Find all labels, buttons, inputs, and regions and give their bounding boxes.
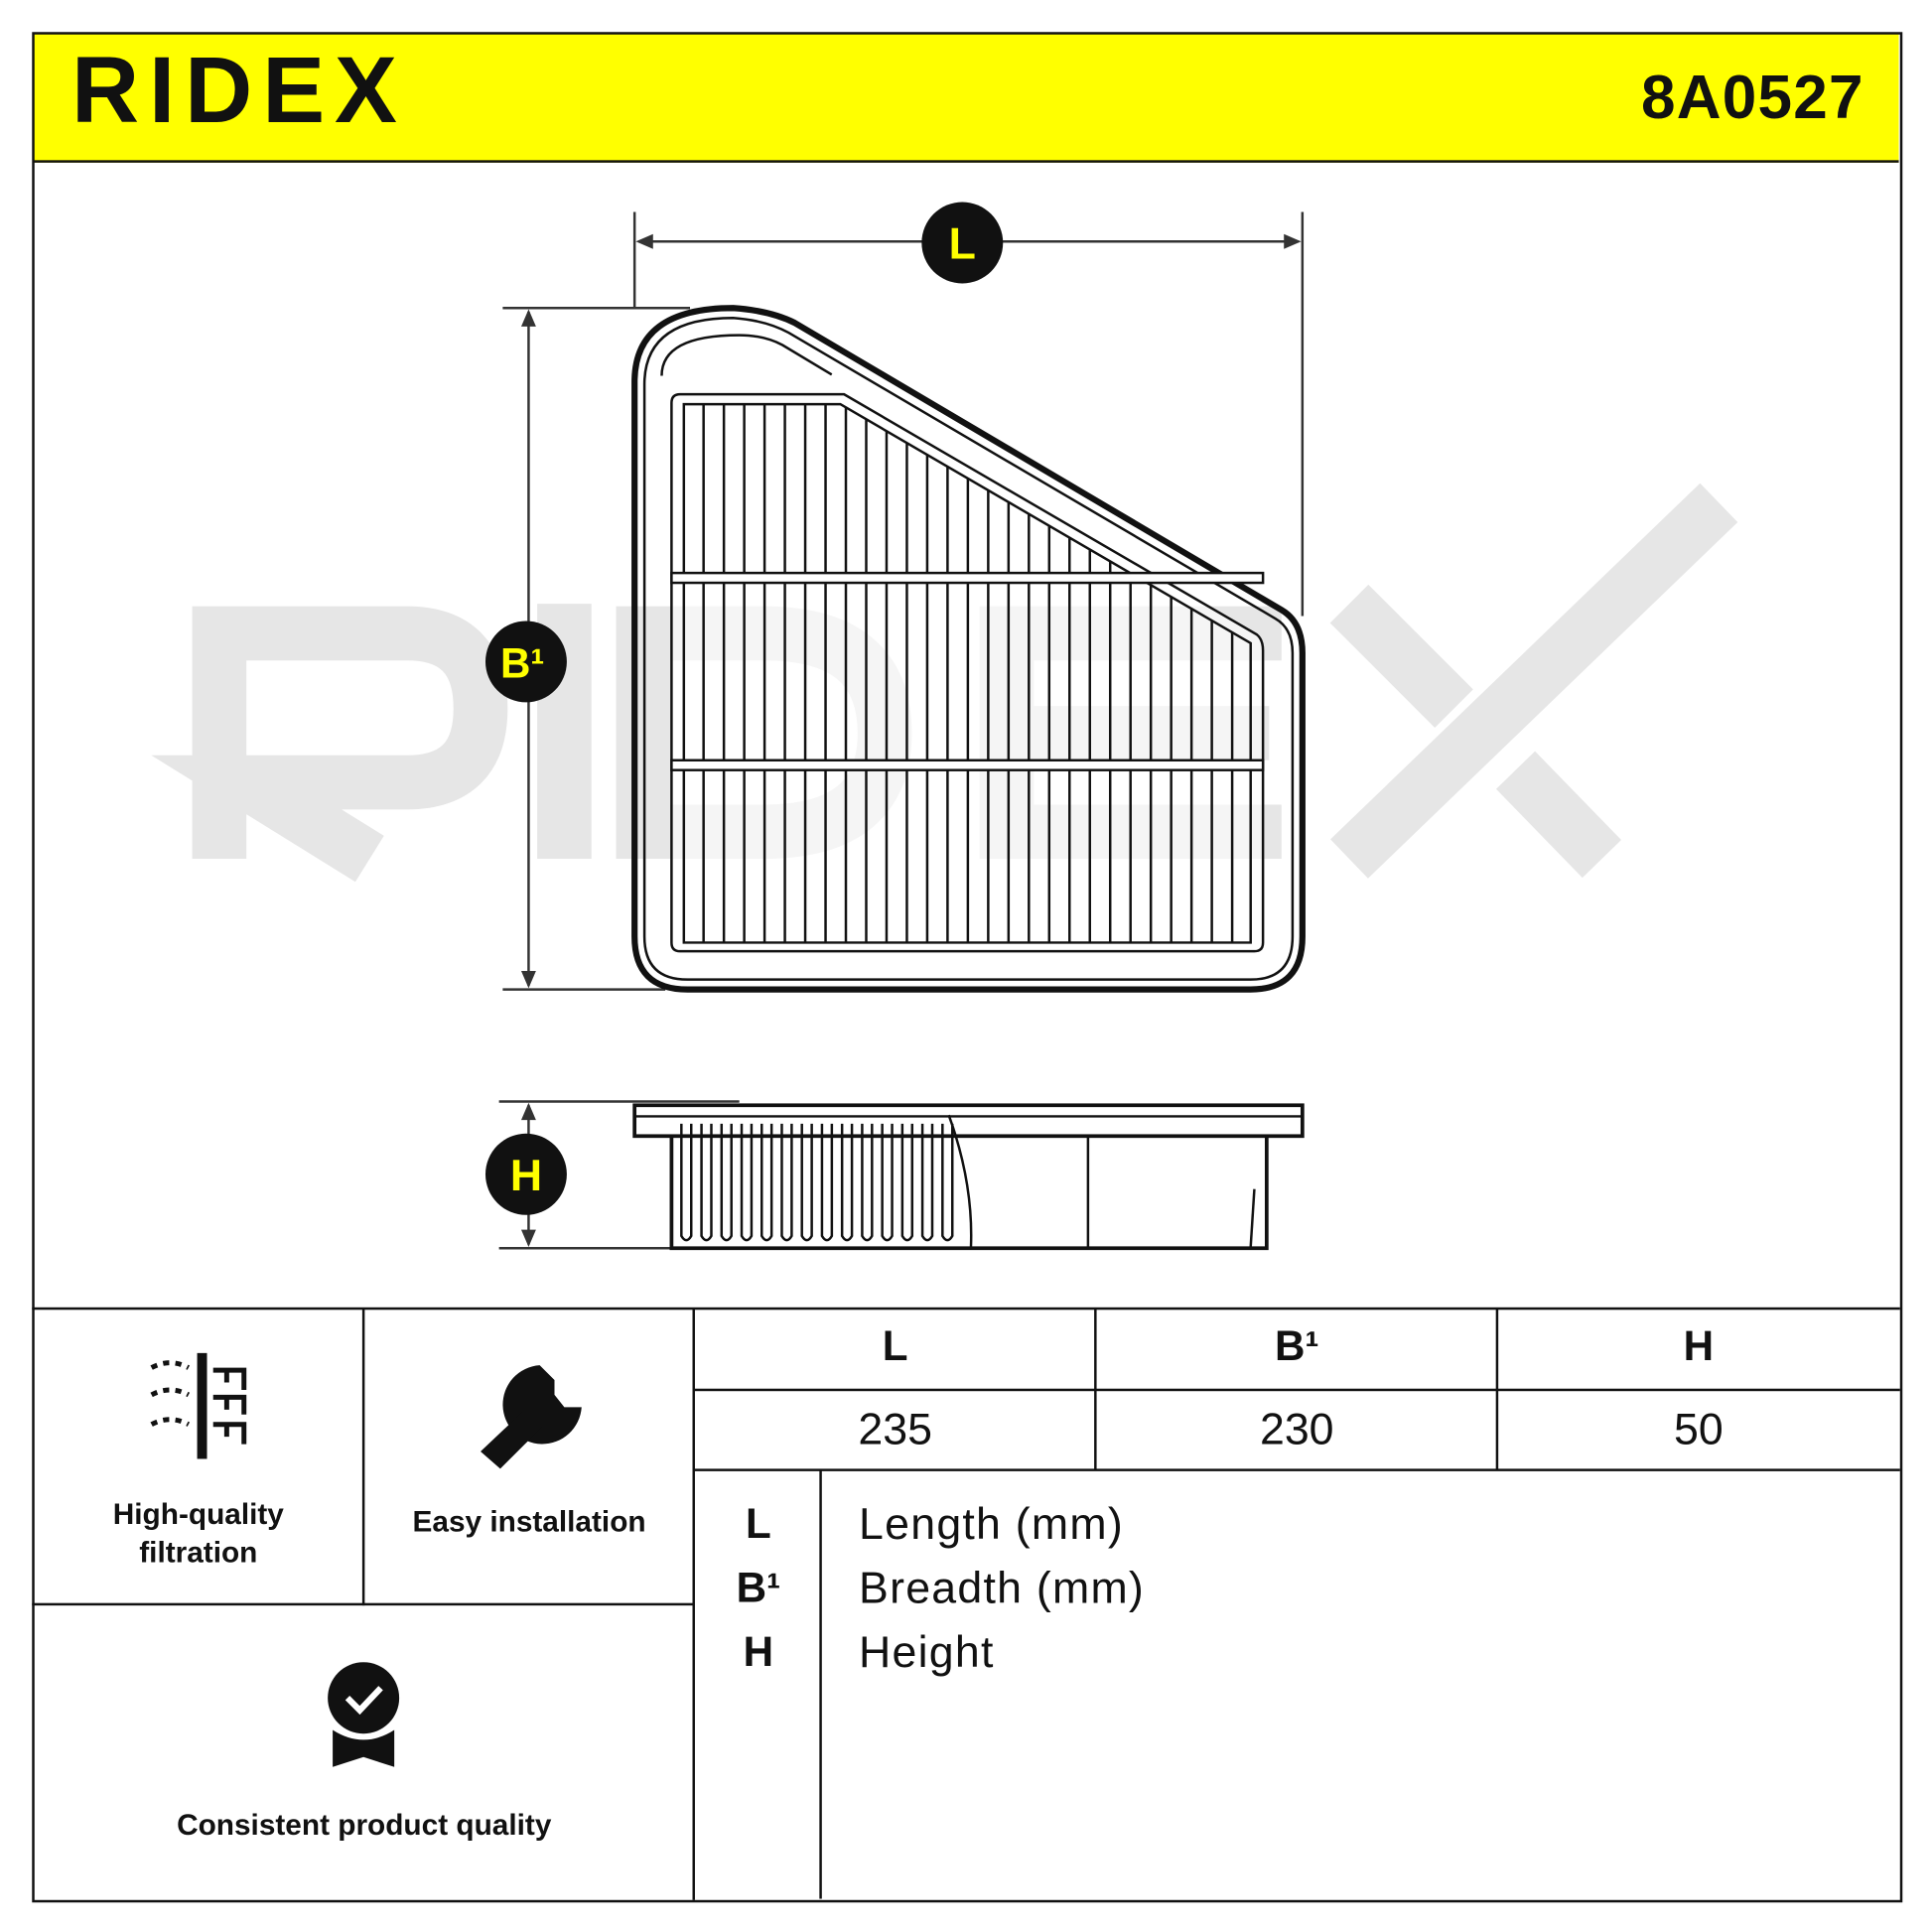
label-height: H	[510, 1152, 542, 1200]
table-header-length: L	[882, 1322, 908, 1371]
filter-drawing: L B¹ H	[151, 202, 1738, 1251]
table-value-length: 235	[858, 1403, 932, 1454]
label-length: L	[949, 220, 976, 269]
legend-label: Length (mm)	[859, 1498, 1124, 1550]
divider	[819, 1469, 822, 1899]
table-header-breadth: B¹	[1274, 1322, 1319, 1371]
divider	[1094, 1309, 1097, 1470]
legend-key: B¹	[736, 1565, 781, 1612]
side-pleat	[780, 1123, 793, 1242]
legend-key: L	[746, 1500, 771, 1548]
wrench-icon	[481, 1365, 582, 1469]
filtration-icon	[150, 1352, 247, 1459]
table-value-height: 50	[1673, 1403, 1724, 1454]
legend-label: Height	[859, 1626, 995, 1678]
side-pleat	[920, 1123, 934, 1242]
ridex-logo: RIDEX	[70, 38, 407, 143]
legend-key: H	[743, 1628, 774, 1676]
side-pleat	[861, 1123, 874, 1242]
feature-installation: Easy installation	[412, 1505, 646, 1540]
quality-badge-icon	[328, 1662, 400, 1767]
divider	[32, 1602, 694, 1606]
side-pleat	[881, 1123, 894, 1242]
part-number: 8A0527	[1640, 63, 1864, 132]
table-header-height: H	[1683, 1322, 1715, 1371]
side-pleat	[720, 1123, 733, 1242]
divider	[32, 1307, 1900, 1311]
legend-label: Breadth (mm)	[859, 1562, 1146, 1613]
divider	[1495, 1309, 1499, 1470]
divider	[692, 1309, 695, 1900]
label-breadth: B¹	[500, 640, 545, 687]
table-value-breadth: 230	[1259, 1403, 1334, 1454]
side-pleat	[680, 1123, 693, 1242]
feature-filtration: High-quality filtration	[35, 1496, 362, 1573]
divider	[693, 1388, 1900, 1392]
side-pleat	[840, 1123, 854, 1242]
side-pleat	[820, 1123, 834, 1242]
divider	[693, 1468, 1900, 1471]
header-bar	[33, 33, 1899, 163]
side-pleat	[800, 1123, 813, 1242]
side-pleat	[740, 1123, 754, 1242]
divider	[361, 1309, 365, 1606]
feature-quality: Consistent product quality	[177, 1808, 552, 1843]
side-pleat	[760, 1123, 773, 1242]
side-pleat	[700, 1123, 713, 1242]
side-pleat	[900, 1123, 914, 1242]
side-pleat	[941, 1123, 954, 1242]
outer-frame	[32, 32, 1903, 1903]
feature-line: filtration	[139, 1536, 258, 1571]
feature-line: High-quality	[112, 1498, 284, 1532]
